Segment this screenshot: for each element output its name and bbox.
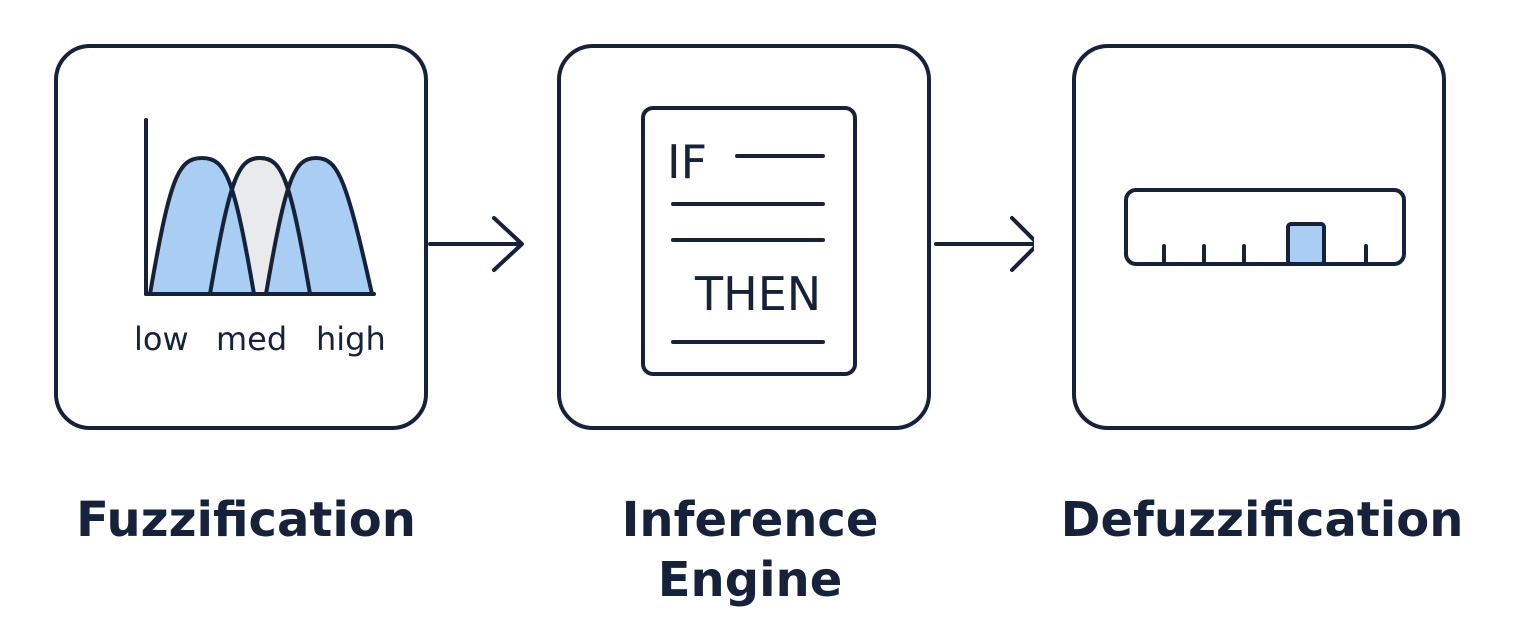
rule-then-text: THEN: [694, 267, 821, 321]
high-curve: [264, 156, 374, 296]
membership-functions-icon: low med high: [134, 118, 386, 358]
rule-document-icon: IF THEN: [641, 106, 857, 376]
label-med: med: [216, 320, 287, 358]
defuzzification-title: Defuzzification: [1060, 492, 1464, 548]
defuzzification-box: [1072, 44, 1446, 430]
inference-title-line1: Inference: [621, 492, 879, 548]
label-high: high: [316, 320, 386, 358]
label-low: low: [134, 320, 189, 358]
crisp-value-marker: [1286, 222, 1326, 266]
fuzzification-box: low med high: [54, 44, 428, 430]
inference-title-line2: Engine: [657, 552, 843, 608]
arrow-right-icon: [428, 216, 524, 272]
fuzzification-title: Fuzzification: [76, 492, 416, 548]
low-curve: [148, 156, 256, 296]
rule-if-text: IF: [667, 135, 707, 189]
arrow-right-icon: [934, 216, 1034, 272]
inference-engine-box: IF THEN: [557, 44, 931, 430]
inference-engine-title: Inference Engine: [540, 490, 960, 610]
scale-gauge-icon: [1124, 188, 1406, 266]
